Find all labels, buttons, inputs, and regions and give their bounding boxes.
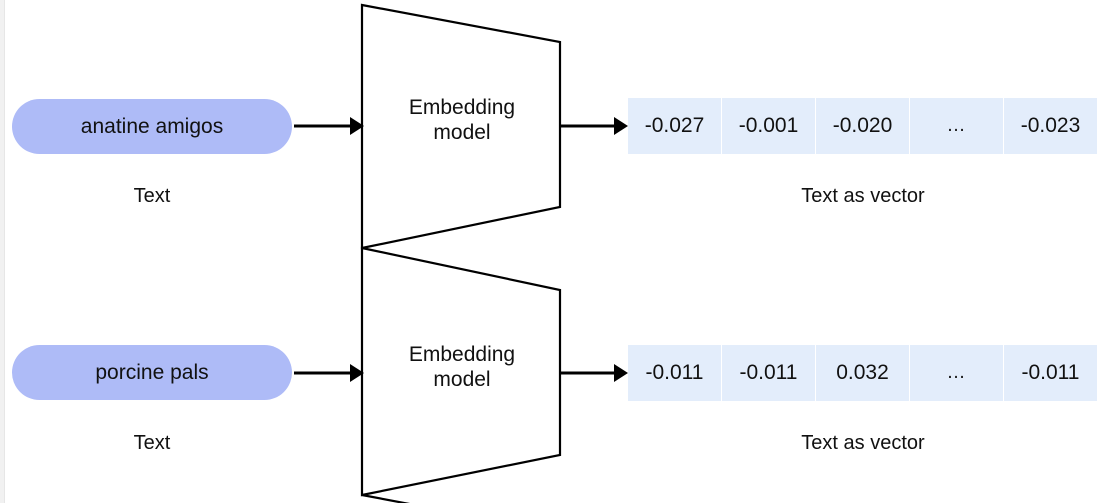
- output-caption-1: Text as vector: [801, 432, 925, 454]
- vector-cell-ellipsis: …: [910, 98, 1003, 154]
- arrow-input-1: [294, 364, 364, 382]
- arrow-output-1: [560, 364, 628, 382]
- input-text-pill-0[interactable]: anatine amigos: [12, 99, 292, 154]
- vector-cell: -0.023: [1004, 98, 1097, 154]
- vector-cell: -0.027: [628, 98, 721, 154]
- embedding-model-label-line2-1: model: [433, 367, 491, 391]
- output-vector-row-1: -0.011 -0.011 0.032 … -0.011: [628, 345, 1097, 401]
- arrow-input-0: [294, 117, 364, 135]
- canvas-edge-strip: [0, 0, 5, 503]
- input-caption-1: Text: [133, 432, 171, 454]
- arrow-output-0: [560, 117, 628, 135]
- input-text-pill-label-0: anatine amigos: [80, 115, 224, 138]
- vector-cell: -0.011: [722, 345, 815, 401]
- input-text-pill-label-1: porcine pals: [95, 361, 209, 384]
- embedding-model-label-line2-0: model: [433, 120, 491, 144]
- input-caption-0: Text: [133, 185, 171, 207]
- embedding-model-label-0: Embedding model: [372, 96, 552, 146]
- embedding-model-label-1: Embedding model: [372, 343, 552, 393]
- input-text-pill-1[interactable]: porcine pals: [12, 345, 292, 400]
- embedding-model-shape-2-partial: [361, 493, 411, 503]
- output-vector-row-0: -0.027 -0.001 -0.020 … -0.023: [628, 98, 1097, 154]
- vector-cell-ellipsis: …: [910, 345, 1003, 401]
- vector-cell: -0.011: [1004, 345, 1097, 401]
- vector-cell: -0.011: [628, 345, 721, 401]
- output-caption-0: Text as vector: [801, 185, 925, 207]
- vector-cell: -0.020: [816, 98, 909, 154]
- vector-cell: 0.032: [816, 345, 909, 401]
- embedding-model-label-line1-0: Embedding: [408, 96, 516, 119]
- vector-cell: -0.001: [722, 98, 815, 154]
- embedding-model-label-line1-1: Embedding: [408, 343, 516, 366]
